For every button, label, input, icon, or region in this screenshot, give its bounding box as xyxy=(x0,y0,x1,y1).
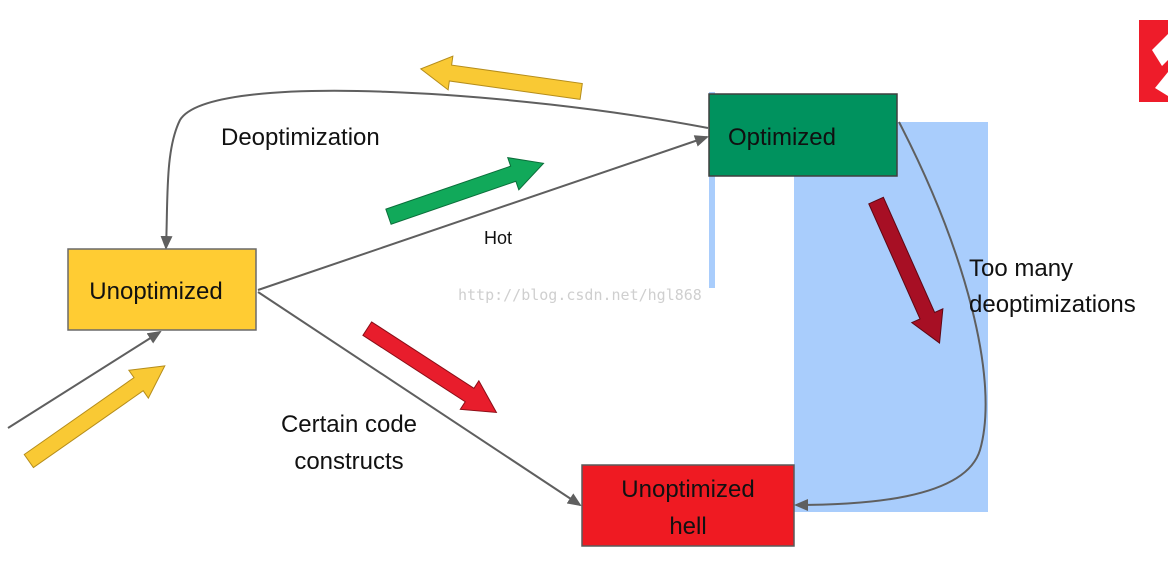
node-unoptimized: Unoptimized xyxy=(67,248,257,331)
logo-icon xyxy=(1139,20,1168,102)
label-certain-code-line1: Certain code xyxy=(281,411,417,438)
node-hell-label-line2: hell xyxy=(669,513,706,540)
darkred-arrow-down-icon xyxy=(868,196,944,345)
highlight-block xyxy=(794,122,988,512)
edge-deoptimization xyxy=(160,89,709,250)
yellow-arrow-left-icon xyxy=(419,55,583,100)
label-too-many-line2: deoptimizations xyxy=(969,291,1136,318)
node-unoptimized-label: Unoptimized xyxy=(89,278,222,305)
label-certain-code-line2: constructs xyxy=(294,448,403,475)
green-arrow-right-icon xyxy=(385,157,545,225)
label-deoptimization: Deoptimization xyxy=(221,124,380,151)
edge-hot xyxy=(257,135,709,291)
yellow-arrow-up-right-icon xyxy=(23,365,166,469)
node-unoptimized-hell: Unoptimized hell xyxy=(581,464,795,547)
edge-entry xyxy=(7,330,162,429)
highlight-strip xyxy=(709,92,715,288)
node-optimized: Optimized xyxy=(708,93,898,177)
node-optimized-label: Optimized xyxy=(728,124,836,151)
edge-certain-code xyxy=(257,291,582,507)
watermark-text: http://blog.csdn.net/hgl868 xyxy=(458,286,702,304)
node-hell-label-line1: Unoptimized xyxy=(621,476,754,503)
label-hot: Hot xyxy=(484,228,512,248)
label-too-many-line1: Too many xyxy=(969,255,1073,282)
red-arrow-down-right-icon xyxy=(362,321,498,414)
edge-too-many-deoptimizations xyxy=(794,121,987,511)
